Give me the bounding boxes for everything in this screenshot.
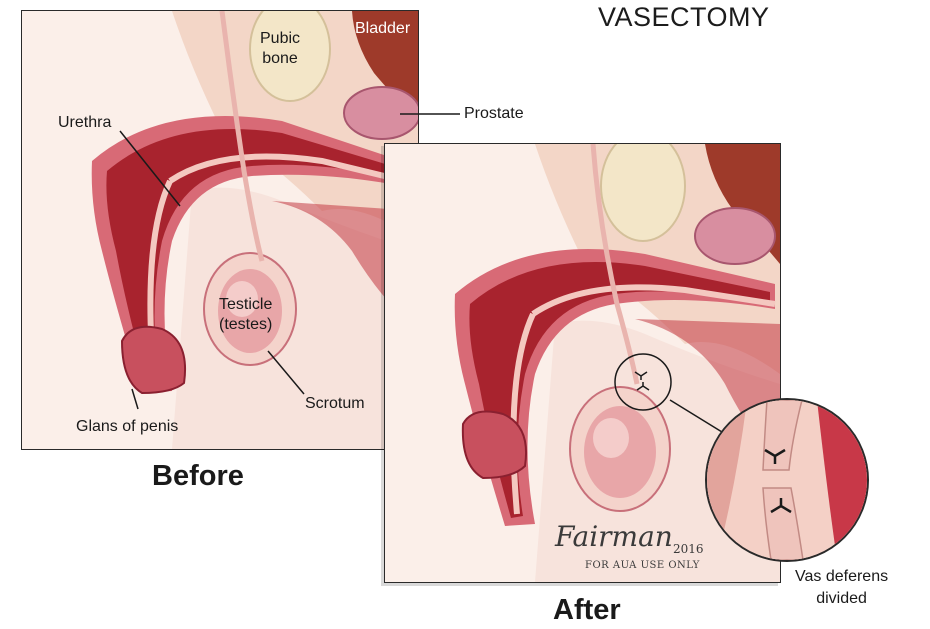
urethra-label: Urethra [58,113,111,133]
pubic-bone-label: Pubic bone [260,29,300,69]
artist-signature: Fairman 2016 FOR AUA USE ONLY [555,520,673,553]
signature-note: FOR AUA USE ONLY [585,560,700,571]
before-anatomy-illustration [22,11,418,449]
before-panel: Bladder Pubic bone Urethra Testicle (tes… [21,10,419,450]
prostate-shape [344,87,418,139]
before-caption: Before [152,460,244,493]
glans-label: Glans of penis [76,417,178,437]
vas-deferens-zoom-inset [705,398,869,562]
scrotum-label: Scrotum [305,394,365,414]
prostate-label: Prostate [464,104,524,124]
signature-name: Fairman [555,520,673,553]
pubic-bone-shape [601,144,685,241]
diagram-title: VASECTOMY [598,2,770,33]
testicle-label: Testicle (testes) [219,295,272,335]
prostate-shape [695,208,775,264]
after-caption: After [553,594,621,627]
signature-year: 2016 [673,542,704,556]
vas-deferens-label: Vas deferens divided [795,566,888,610]
bladder-label: Bladder [355,19,410,39]
